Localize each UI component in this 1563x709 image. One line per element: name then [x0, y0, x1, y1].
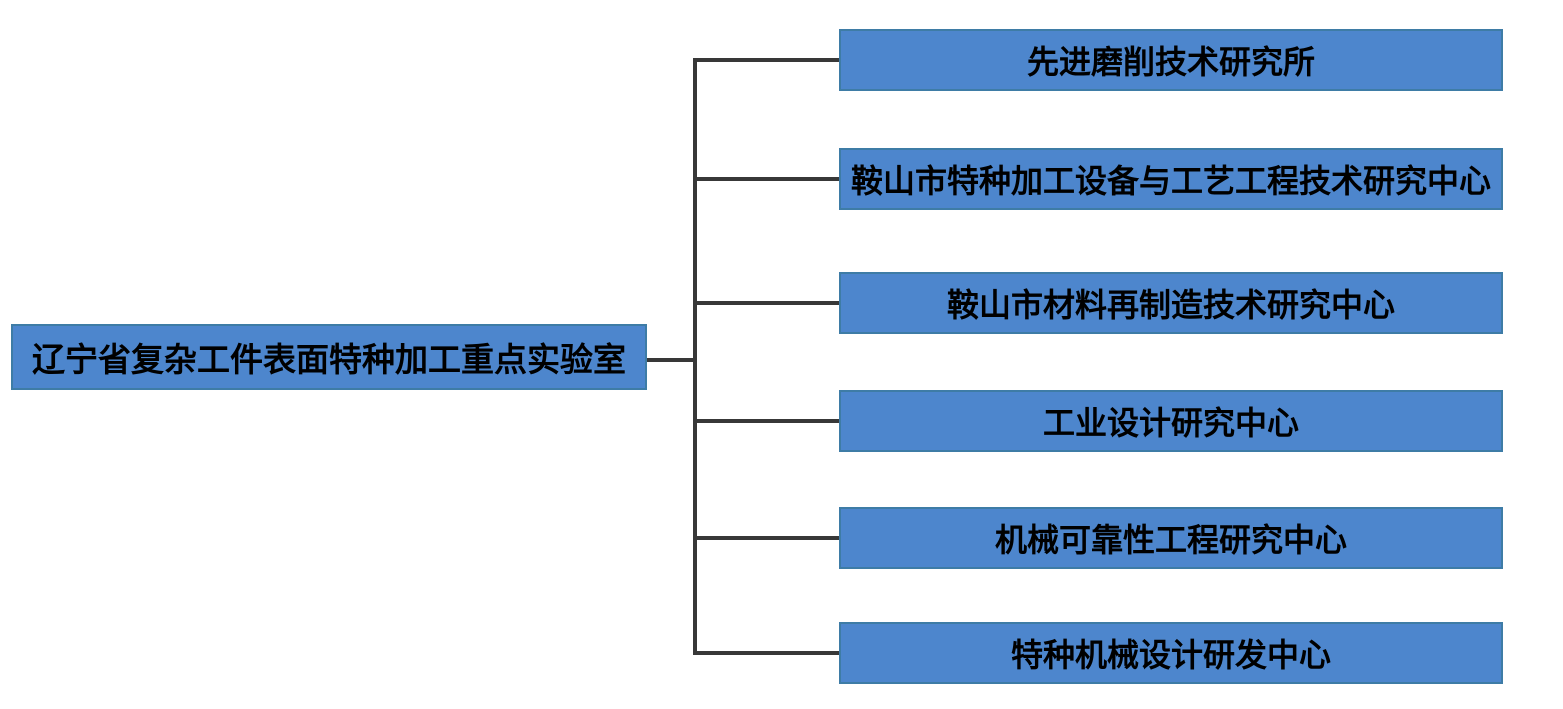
org-node-special-machining-equipment-center: 鞍山市特种加工设备与工艺工程技术研究中心 [839, 148, 1503, 210]
connector-stub-6 [695, 651, 839, 655]
connector-stub-5 [695, 536, 839, 540]
connector-stub-2 [695, 177, 839, 181]
connector-stub-4 [695, 419, 839, 423]
connector-stub-1 [695, 58, 839, 62]
org-node-material-remanufacturing-center: 鞍山市材料再制造技术研究中心 [839, 272, 1503, 334]
connector-stub-3 [695, 301, 839, 305]
connector-spine [693, 58, 697, 655]
org-node-industrial-design-center: 工业设计研究中心 [839, 390, 1503, 452]
org-node-special-machinery-rd-center: 特种机械设计研发中心 [839, 622, 1503, 684]
org-node-advanced-grinding-institute: 先进磨削技术研究所 [839, 29, 1503, 91]
connector-root-stub [647, 358, 697, 362]
org-node-root: 辽宁省复杂工件表面特种加工重点实验室 [11, 324, 647, 390]
org-node-mechanical-reliability-center: 机械可靠性工程研究中心 [839, 507, 1503, 569]
